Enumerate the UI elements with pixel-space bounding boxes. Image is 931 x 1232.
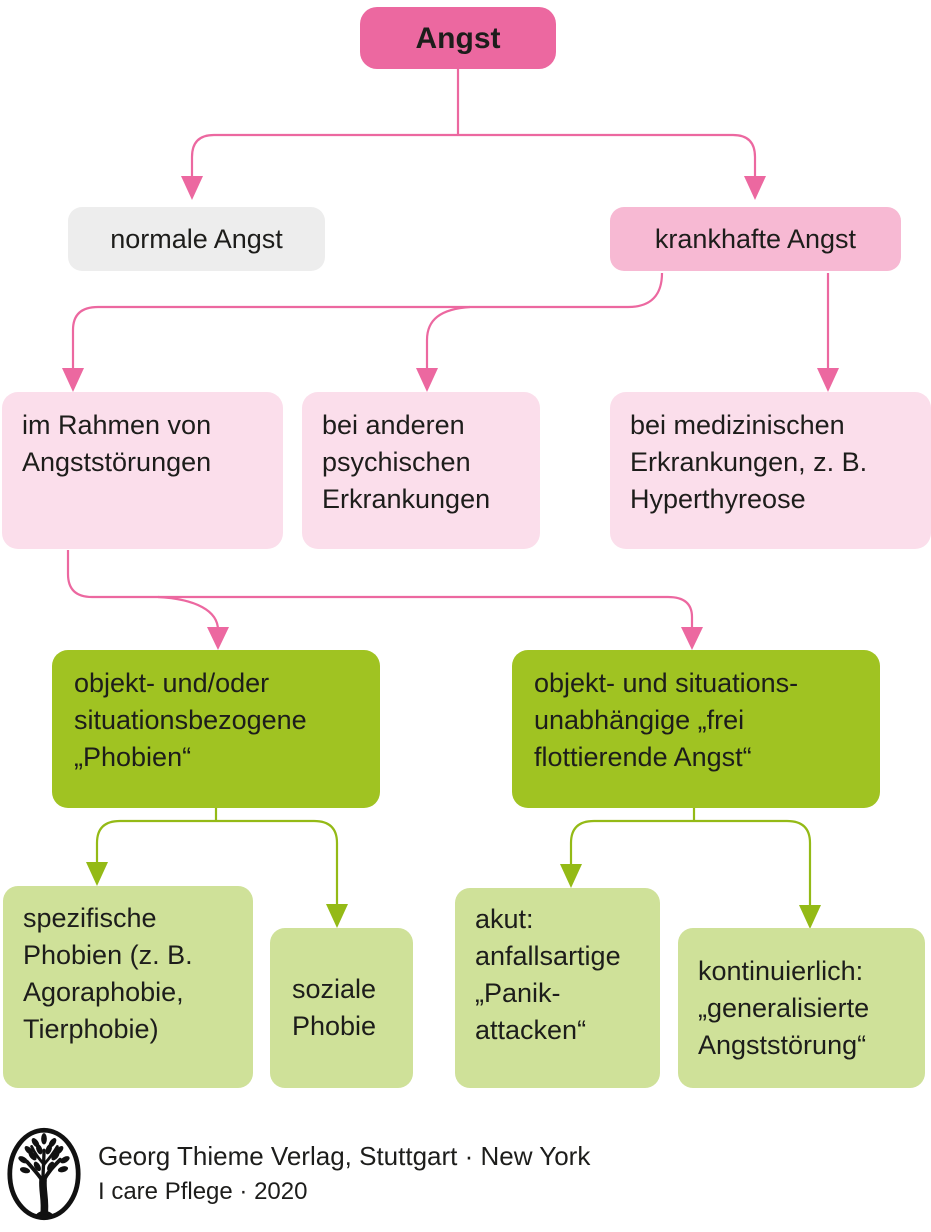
edge-frei-to-akut [569, 819, 694, 865]
node-bei-medizinischen-erkrankungen: bei medizinischen Erkrankungen, z. B. Hy… [610, 392, 931, 549]
arrowhead-akut-icon [560, 864, 582, 888]
node-angst: Angst [360, 7, 556, 69]
node-psychisch-label: bei anderen psychischen Erkrankungen [322, 410, 491, 514]
node-normale-angst: normale Angst [68, 207, 325, 271]
node-generalisierte-angststoerung: kontinuierlich: „generalisierte Angststö… [678, 928, 925, 1088]
arrowhead-medizinisch-icon [817, 368, 839, 392]
node-kontinuierlich-label: kontinuierlich: „generalisierte Angststö… [698, 955, 870, 1060]
node-phobien-label: objekt- und/oder situationsbezogene „Pho… [74, 668, 307, 772]
node-normale-angst-label: normale Angst [110, 223, 283, 254]
edge-frei-to-kontinuierlich [694, 819, 812, 906]
arrowhead-phobien-icon [207, 627, 229, 650]
edge-angst-to-normale [190, 133, 458, 177]
edge-krankhafte-to-rahmen [71, 272, 664, 369]
node-akut-label: akut: anfallsartige „Panik- attacken“ [475, 904, 621, 1045]
node-soziale-phobie: soziale Phobie [270, 928, 413, 1088]
arrowhead-kontinuierlich-icon [799, 905, 821, 929]
source-line: I care Pflege · 2020 [98, 1178, 308, 1205]
node-spezifische-phobien: spezifische Phobien (z. B. Agoraphobie, … [3, 886, 253, 1088]
edges-angst-to-row2 [181, 69, 766, 200]
node-im-rahmen-von-angststoerungen: im Rahmen von Angststörungen [2, 392, 283, 549]
publisher-line: Georg Thieme Verlag, Stuttgart · New Yor… [98, 1141, 591, 1171]
thieme-tree-logo-icon [7, 1127, 81, 1221]
arrowhead-sozial-icon [326, 904, 348, 928]
edge-rahmen-to-frei [66, 550, 694, 628]
node-phobien: objekt- und/oder situationsbezogene „Pho… [52, 650, 380, 808]
edges-krankhafte-to-row3 [62, 272, 839, 392]
edge-angst-to-krankhafte [458, 133, 757, 177]
node-bei-anderen-psychischen-erkrankungen: bei anderen psychischen Erkrankungen [302, 392, 540, 549]
edge-krankhafte-to-psychisch [425, 305, 471, 369]
footer-credits: Georg Thieme Verlag, Stuttgart · New Yor… [6, 1124, 590, 1224]
edge-rahmen-to-phobien [157, 595, 220, 631]
arrowhead-normale-icon [181, 176, 203, 200]
edges-rahmen-to-row4 [66, 550, 703, 650]
node-krankhafte-angst-label: krankhafte Angst [654, 223, 857, 254]
arrowhead-frei-icon [681, 627, 703, 650]
node-sozial-label: soziale Phobie [292, 974, 377, 1041]
node-frei-flottierende-angst: objekt- und situations- unabhängige „fre… [512, 650, 880, 808]
credits-text: Georg Thieme Verlag, Stuttgart · New Yor… [98, 1139, 590, 1209]
node-spezifisch-label: spezifische Phobien (z. B. Agoraphobie, … [23, 903, 193, 1044]
arrowhead-rahmen-icon [62, 368, 84, 392]
node-angst-label: Angst [415, 21, 501, 55]
node-medizinisch-label: bei medizinischen Erkrankungen, z. B. Hy… [630, 410, 868, 514]
node-panikattacken: akut: anfallsartige „Panik- attacken“ [455, 888, 660, 1088]
node-im-rahmen-label: im Rahmen von Angststörungen [22, 410, 212, 477]
node-frei-label: objekt- und situations- unabhängige „fre… [534, 668, 799, 772]
node-krankhafte-angst: krankhafte Angst [610, 207, 901, 271]
arrowhead-krankhafte-icon [744, 176, 766, 200]
edge-phobien-to-spezifisch [95, 819, 216, 863]
arrowhead-psychisch-icon [416, 368, 438, 392]
arrowhead-spezifisch-icon [86, 862, 108, 886]
